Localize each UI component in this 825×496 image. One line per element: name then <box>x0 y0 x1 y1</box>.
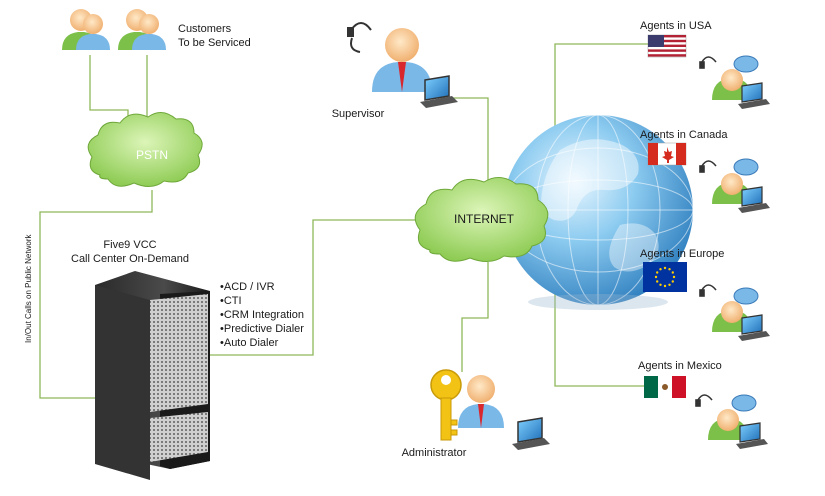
customers-icon <box>62 9 166 50</box>
connector-admin-internet <box>461 262 489 372</box>
canada-flag <box>647 142 687 166</box>
laptop-icon <box>420 75 458 108</box>
supervisor-label: Supervisor <box>332 108 385 120</box>
usa-flag <box>647 34 687 58</box>
eu-star-icon <box>668 268 671 271</box>
connector-supervisor-internet <box>440 97 489 185</box>
administrator-icon <box>430 369 550 450</box>
administrator-label: Administrator <box>402 447 467 459</box>
eu-star-icon <box>654 275 658 279</box>
vcc-subtitle: Call Center On-Demand <box>71 253 189 265</box>
eu-star-icon <box>663 284 667 288</box>
agent-canada-icon <box>699 158 770 213</box>
headset-icon <box>699 160 717 173</box>
vcc-feature-item: •CTI <box>220 295 242 307</box>
connector-customers-pstn <box>89 55 129 128</box>
customers-label-line1: Customers <box>178 23 232 35</box>
laptop-icon <box>736 422 768 449</box>
eu-star-icon <box>663 266 667 270</box>
internet-cloud-icon <box>414 177 549 262</box>
pstn-cloud-icon <box>87 112 203 187</box>
headset-icon <box>695 394 713 407</box>
vcc-feature-item: •Predictive Dialer <box>220 323 304 335</box>
agents-europe-label: Agents in Europe <box>640 248 724 260</box>
eu-star-icon <box>671 280 674 283</box>
connector-vcc-internet <box>210 219 420 356</box>
agents-canada-label: Agents in Canada <box>640 129 728 141</box>
server-icon <box>95 271 210 480</box>
laptop-icon <box>738 314 770 341</box>
headset-icon <box>347 22 372 53</box>
eu-star-icon <box>672 275 676 279</box>
agent-mexico-icon <box>695 394 768 449</box>
eu-star-icon <box>671 271 674 274</box>
eu-flag <box>643 262 687 292</box>
customers-label-line2: To be Serviced <box>178 37 251 49</box>
agent-europe-icon <box>699 284 770 341</box>
key-icon <box>430 369 462 441</box>
eu-star-icon <box>668 283 671 286</box>
globe-icon <box>502 114 694 310</box>
internet-label: INTERNET <box>454 212 515 226</box>
laptop-icon <box>738 82 770 109</box>
vcc-feature-item: •Auto Dialer <box>220 337 279 349</box>
vcc-features: •ACD / IVR •CTI •CRM Integration •Predic… <box>220 281 304 349</box>
eu-star-icon <box>659 283 662 286</box>
side-label: In/Out Calls on Public Network <box>24 234 33 343</box>
agents-usa-label: Agents in USA <box>640 20 712 32</box>
mexico-flag <box>644 376 686 398</box>
eu-star-icon <box>656 280 659 283</box>
connector-pstn-vcc <box>39 190 153 399</box>
laptop-icon <box>738 186 770 213</box>
customer-person-icon <box>118 9 166 50</box>
vcc-title: Five9 VCC <box>103 239 156 251</box>
headset-icon <box>699 284 717 297</box>
customer-person-icon <box>62 9 110 50</box>
laptop-icon <box>512 417 550 450</box>
eu-star-icon <box>656 271 659 274</box>
supervisor-icon <box>347 22 458 108</box>
vcc-feature-item: •CRM Integration <box>220 309 304 321</box>
agents-mexico-label: Agents in Mexico <box>638 360 722 372</box>
agent-usa-icon <box>699 55 770 109</box>
vcc-feature-item: •ACD / IVR <box>220 281 275 293</box>
headset-icon <box>699 56 717 69</box>
pstn-label: PSTN <box>136 148 168 162</box>
eu-star-icon <box>659 268 662 271</box>
